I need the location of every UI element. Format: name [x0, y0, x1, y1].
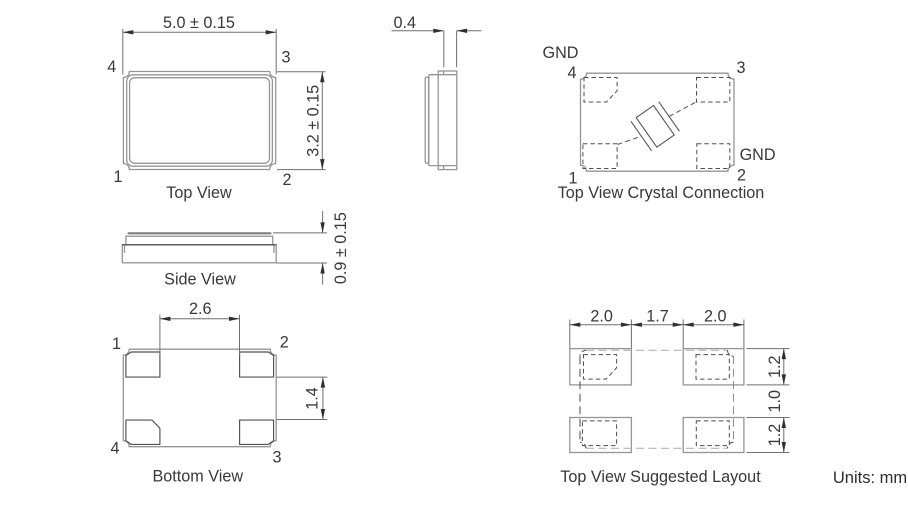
svg-text:1.7: 1.7	[646, 308, 669, 326]
svg-text:1: 1	[112, 335, 121, 353]
svg-text:3.2 ± 0.15: 3.2 ± 0.15	[304, 85, 322, 157]
svg-text:1: 1	[113, 168, 122, 186]
svg-text:2: 2	[282, 171, 291, 189]
svg-text:4: 4	[110, 440, 119, 458]
svg-text:4: 4	[107, 58, 116, 76]
svg-text:Bottom View: Bottom View	[153, 467, 244, 485]
svg-text:4: 4	[567, 64, 576, 82]
svg-text:3: 3	[736, 59, 745, 77]
svg-text:1: 1	[568, 170, 577, 188]
svg-text:0.9 ± 0.15: 0.9 ± 0.15	[332, 212, 350, 284]
svg-text:Units: mm: Units: mm	[833, 469, 907, 487]
svg-text:1.4: 1.4	[303, 387, 321, 410]
svg-text:Top View Suggested Layout: Top View Suggested Layout	[560, 468, 761, 486]
svg-text:2.6: 2.6	[189, 300, 212, 318]
svg-text:2.0: 2.0	[704, 308, 727, 326]
svg-text:1.0: 1.0	[766, 390, 784, 413]
svg-text:GND: GND	[543, 44, 579, 62]
svg-text:2.0: 2.0	[590, 308, 613, 326]
svg-text:0.4: 0.4	[394, 14, 417, 32]
svg-text:5.0 ± 0.15: 5.0 ± 0.15	[163, 14, 235, 32]
svg-text:2: 2	[280, 334, 289, 352]
svg-text:Side View: Side View	[164, 270, 236, 288]
svg-text:1.2: 1.2	[766, 356, 784, 379]
svg-text:Top View: Top View	[166, 184, 232, 202]
svg-text:Top View Crystal Connection: Top View Crystal Connection	[558, 184, 765, 202]
svg-text:3: 3	[272, 449, 281, 467]
svg-text:GND: GND	[740, 146, 776, 164]
svg-text:3: 3	[281, 49, 290, 67]
svg-text:1.2: 1.2	[766, 424, 784, 447]
svg-text:2: 2	[737, 167, 746, 185]
